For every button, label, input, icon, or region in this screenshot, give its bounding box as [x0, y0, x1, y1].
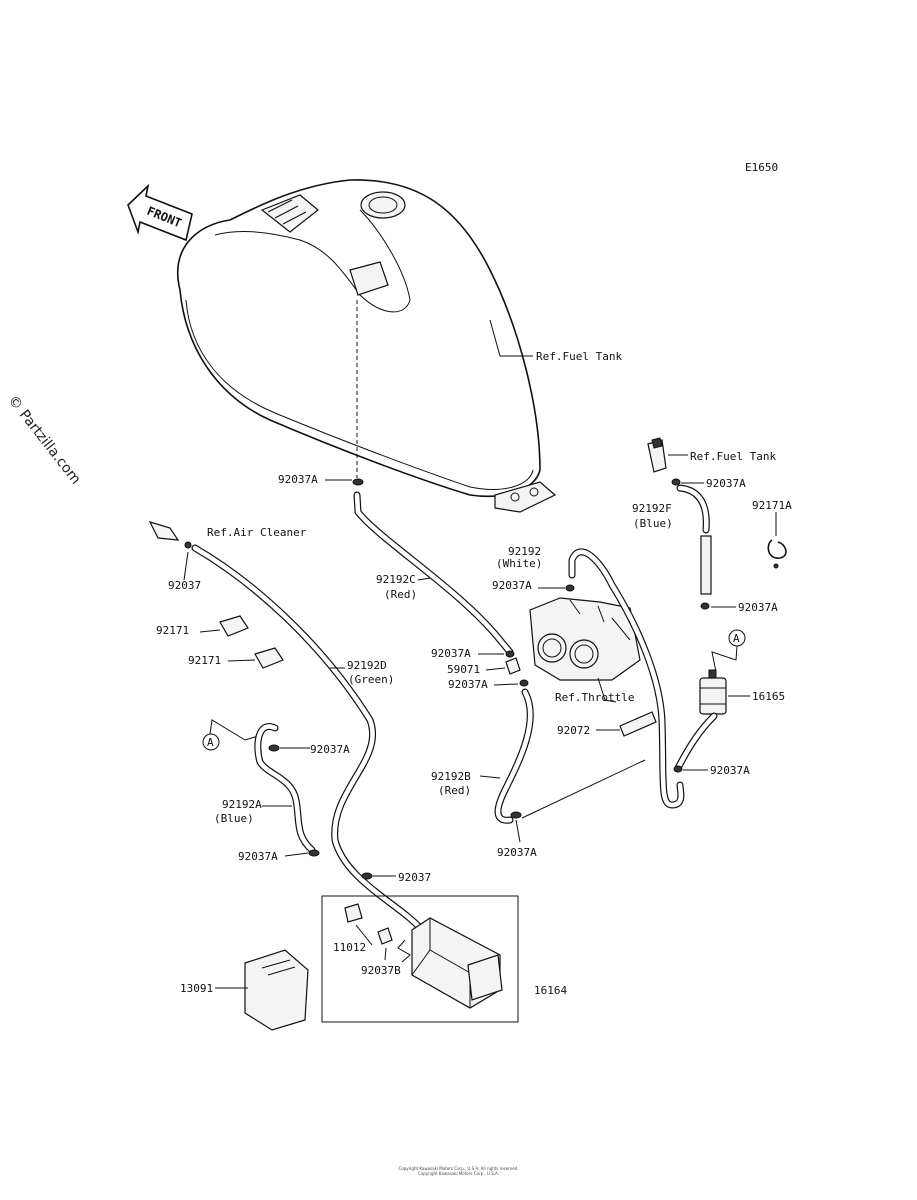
label-16165: 16165: [752, 690, 785, 703]
front-arrow: FRONT: [127, 183, 193, 242]
clip-92171-2: [254, 647, 284, 669]
label-92171-1: 92171: [156, 624, 189, 637]
label-92037-2: 92037: [398, 871, 431, 884]
label-92072: 92072: [557, 724, 590, 737]
label-92192: 92192: [508, 545, 541, 558]
label-ref-air-cleaner: Ref.Air Cleaner: [207, 526, 307, 539]
throttle-body: [529, 597, 641, 681]
label-92192D-color: (Green): [348, 673, 394, 686]
label-92037A-10: 92037A: [710, 764, 750, 777]
clamp-92171A: [767, 539, 787, 569]
label-92192C-color: (Red): [384, 588, 417, 601]
label-92037A-2: 92037A: [310, 743, 350, 756]
label-92037A-1: 92037A: [278, 473, 318, 486]
copyright-line-2: Copyright Kawasaki Motors Corp., U.S.A.: [418, 1171, 499, 1176]
callout-a-left-label: A: [207, 736, 214, 749]
callout-a-left: [202, 733, 220, 751]
diagram-code: E1650: [745, 161, 778, 174]
label-92192D: 92192D: [347, 659, 387, 672]
label-59071: 59071: [447, 663, 480, 676]
label-92037-1: 92037: [168, 579, 201, 592]
label-ref-fuel-tank-2: Ref.Fuel Tank: [690, 450, 776, 463]
air-cleaner-fitting: [148, 521, 192, 549]
fitting-59071: [505, 657, 521, 675]
label-92192-color: (White): [496, 557, 542, 570]
label-92037A-6: 92037A: [448, 678, 488, 691]
label-13091: 13091: [180, 982, 213, 995]
canister-box: [321, 895, 519, 1023]
label-92192F-color: (Blue): [633, 517, 673, 530]
fuel-tank-fitting: [647, 437, 667, 473]
strap-92072: [619, 711, 657, 737]
bracket-13091: [244, 949, 309, 1031]
label-ref-fuel-tank: Ref.Fuel Tank: [536, 350, 622, 363]
fuel-tank: [177, 179, 557, 513]
label-92037A-5: 92037A: [431, 647, 471, 660]
label-92192B-color: (Red): [438, 784, 471, 797]
label-92192A-color: (Blue): [214, 812, 254, 825]
label-ref-throttle: Ref.Throttle: [555, 691, 634, 704]
label-92192F: 92192F: [632, 502, 672, 515]
label-92037A-9: 92037A: [738, 601, 778, 614]
label-92192A: 92192A: [222, 798, 262, 811]
label-92192B: 92192B: [431, 770, 471, 783]
copyright-line-1: Copyright Kawasaki Motors Corp., U.S.A. …: [398, 1166, 519, 1171]
clamp-92037B: [377, 927, 393, 945]
label-92037B: 92037B: [361, 964, 401, 977]
label-92037A-7: 92037A: [497, 846, 537, 859]
label-92037A-3: 92037A: [238, 850, 278, 863]
label-92037A-4: 92037A: [492, 579, 532, 592]
label-92171-2: 92171: [188, 654, 221, 667]
label-16164: 16164: [534, 984, 567, 997]
label-92192C: 92192C: [376, 573, 416, 586]
clamp-92037A-tank: [352, 478, 364, 486]
label-11012: 11012: [333, 941, 366, 954]
label-92171A: 92171A: [752, 499, 792, 512]
canister-16164: [411, 917, 503, 1009]
clip-92171-1: [219, 615, 249, 637]
cap-11012: [344, 903, 363, 923]
callout-a-right-label: A: [733, 632, 740, 645]
copyright-footer: Copyright Kawasaki Motors Corp., U.S.A. …: [0, 1166, 917, 1176]
label-92037A-8: 92037A: [706, 477, 746, 490]
filter-16165: [699, 669, 727, 715]
